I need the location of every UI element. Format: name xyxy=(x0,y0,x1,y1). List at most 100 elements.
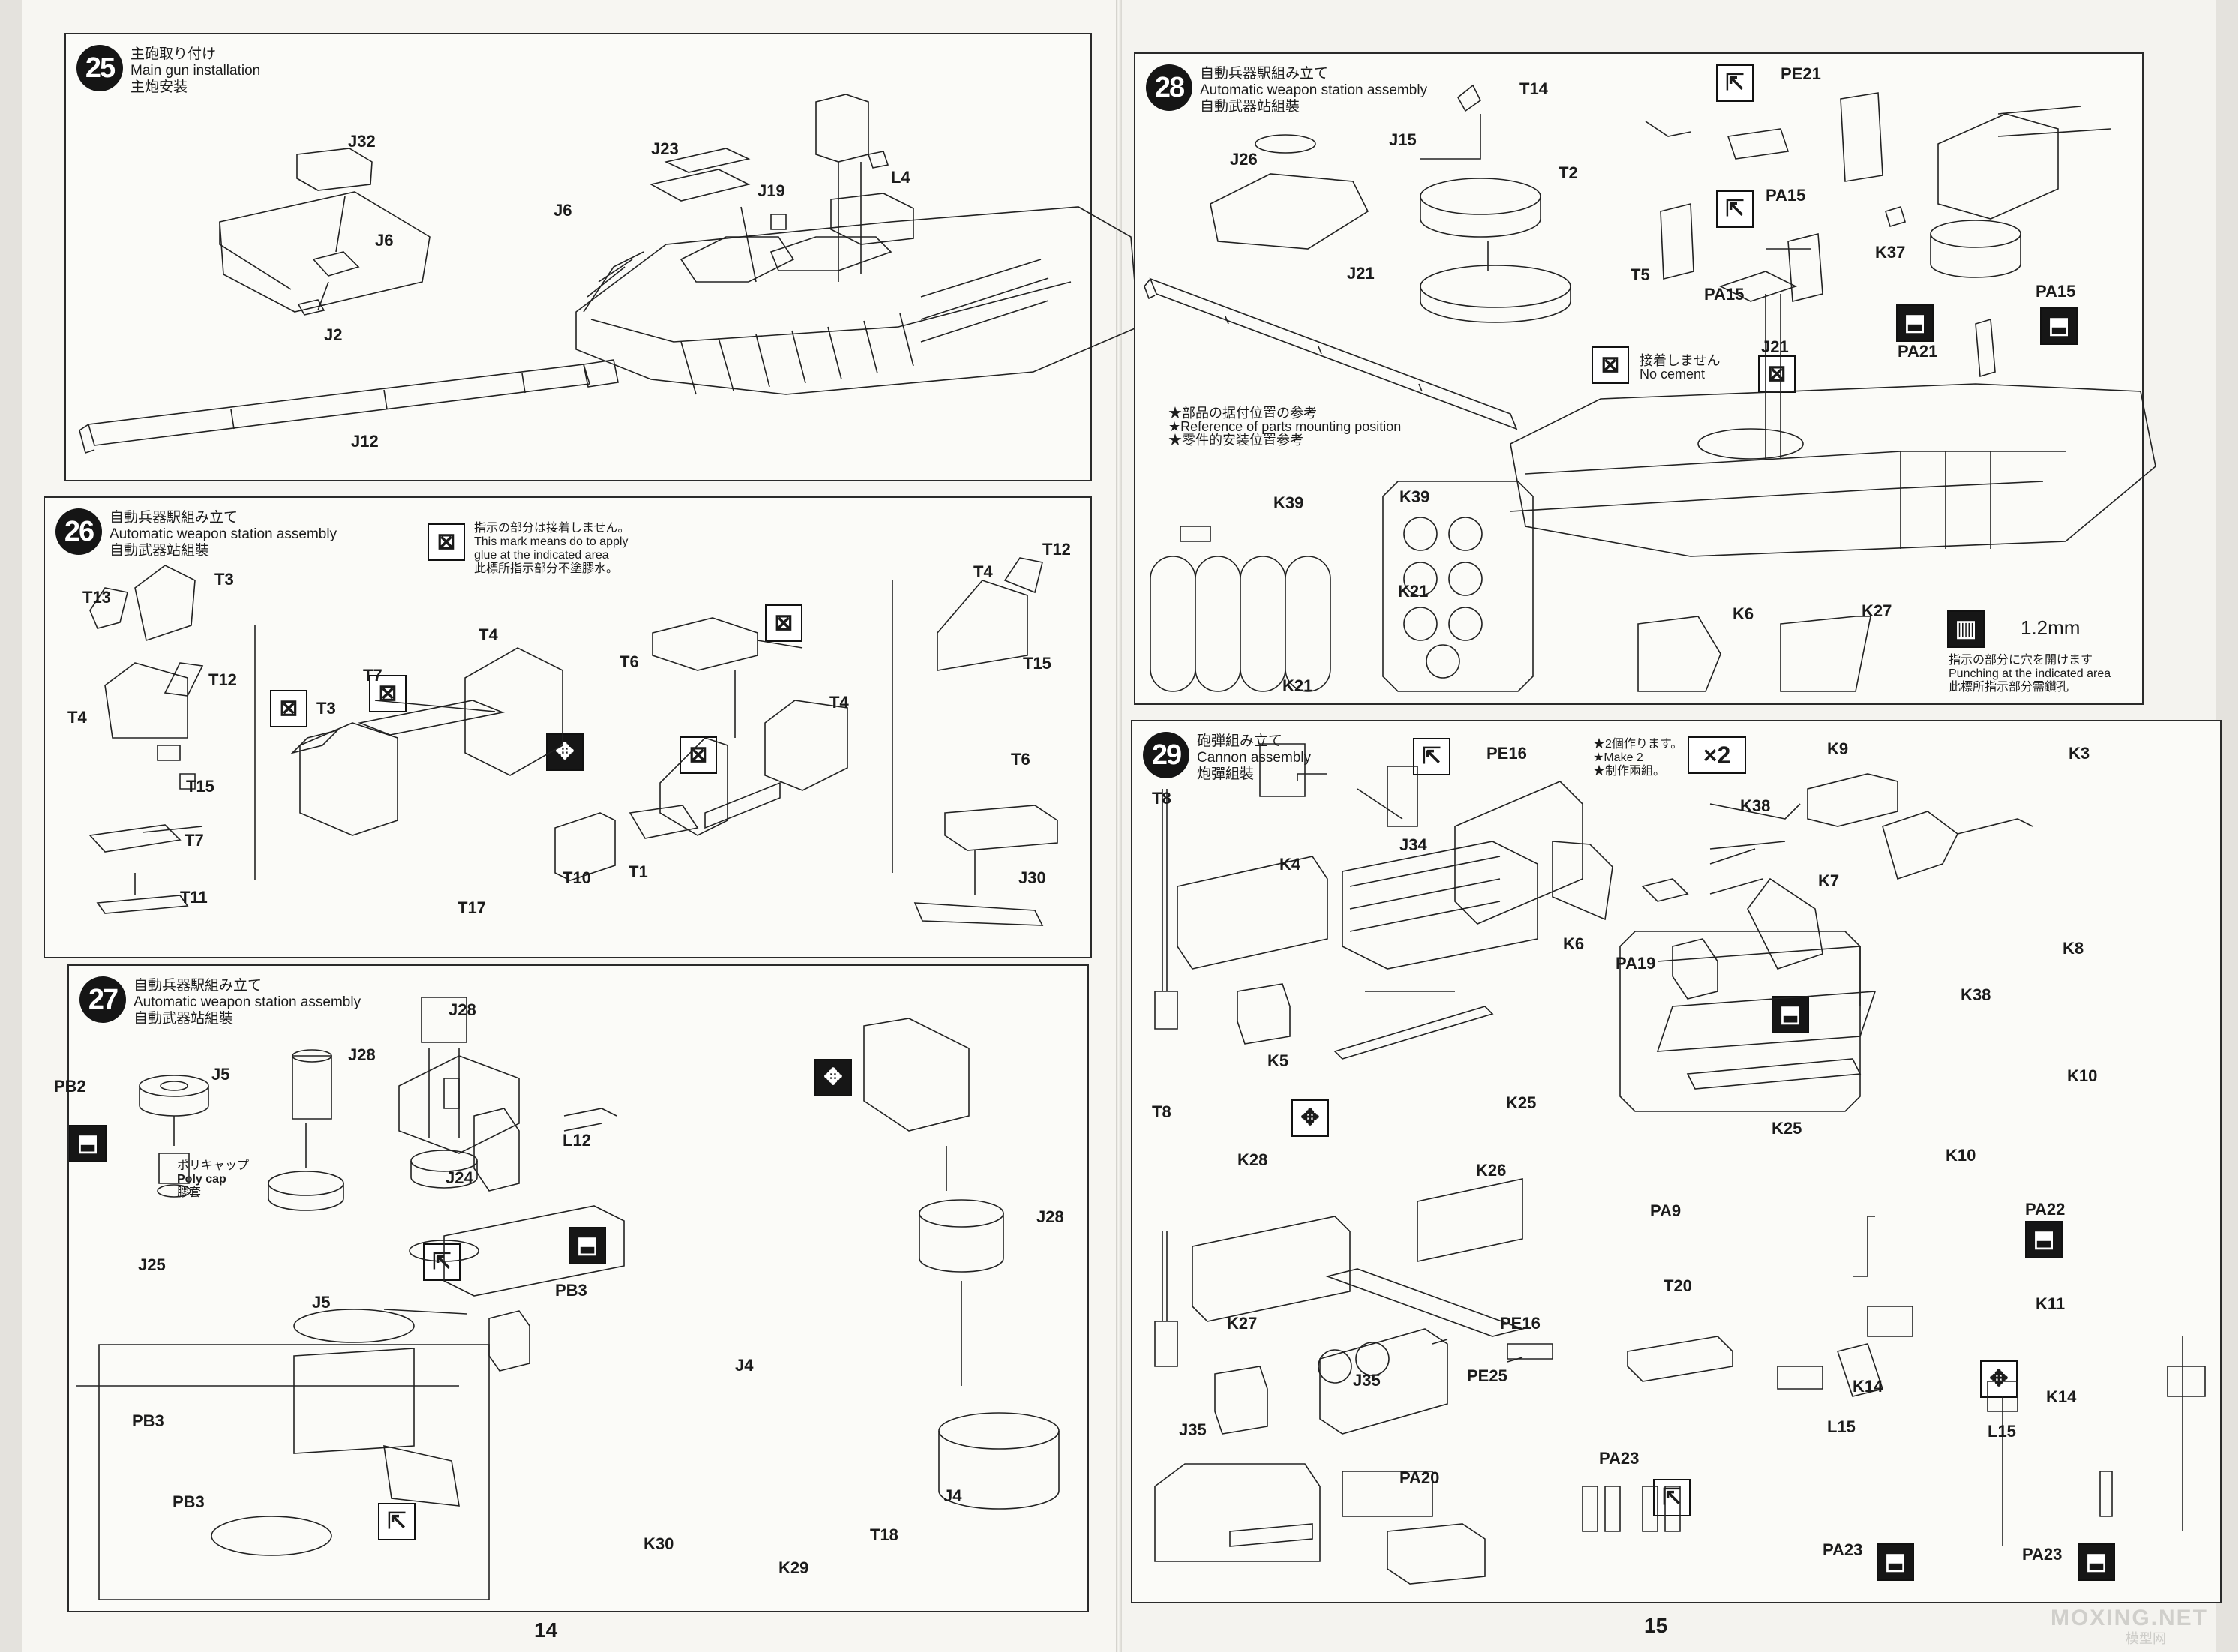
part-label: T15 xyxy=(186,777,214,796)
part-label: PB3 xyxy=(132,1411,164,1430)
no-glue-icon: ⊠ xyxy=(270,690,308,727)
part-label: K6 xyxy=(1563,934,1585,953)
part-label: J35 xyxy=(1179,1420,1207,1439)
part-label: J6 xyxy=(375,231,394,250)
part-label: J28 xyxy=(348,1045,376,1064)
part-label: T8 xyxy=(1152,1102,1172,1121)
part-label: J28 xyxy=(1036,1207,1064,1226)
part-label: J4 xyxy=(944,1486,962,1505)
part-label: PA19 xyxy=(1616,954,1656,973)
part-label: PB3 xyxy=(555,1281,587,1300)
part-label: K11 xyxy=(2036,1294,2066,1313)
part-label: PB2 xyxy=(54,1077,86,1096)
part-label: T1 xyxy=(628,862,648,881)
part-label: T20 xyxy=(1664,1276,1692,1295)
part-label: T11 xyxy=(180,888,208,907)
part-label: K29 xyxy=(778,1558,809,1577)
step-28-panel: 28 自動兵器駅組み立て Automatic weapon station as… xyxy=(1134,52,2144,705)
part-label: T7 xyxy=(363,666,382,685)
no-glue-note: 指示の部分は接着しません。This mark means do to apply… xyxy=(474,522,630,575)
part-label: J5 xyxy=(212,1065,230,1084)
part-label: K3 xyxy=(2068,744,2090,763)
part-label: J19 xyxy=(758,181,785,200)
part-label: T4 xyxy=(478,625,498,644)
step-25-panel: 25 主砲取り付け Main gun installation 主炮安装 xyxy=(64,33,1092,481)
page-number-left: 14 xyxy=(534,1618,558,1642)
part-label: J25 xyxy=(138,1255,166,1274)
title-jp: 自動兵器駅組み立て xyxy=(134,978,262,994)
part-label: T6 xyxy=(620,652,639,671)
title-en: Automatic weapon station assembly xyxy=(110,526,338,542)
part-label: L15 xyxy=(1988,1422,2016,1441)
part-label: J12 xyxy=(351,432,379,451)
title-jp: 砲弾組み立て xyxy=(1197,733,1283,749)
part-label: T7 xyxy=(184,831,204,850)
apply-glue-icon: ⬒ xyxy=(2040,307,2078,345)
part-label: T14 xyxy=(1520,79,1548,98)
part-label: J30 xyxy=(1018,868,1046,887)
title-cn: 主炮安装 xyxy=(130,79,188,95)
part-label: PA23 xyxy=(1822,1540,1863,1559)
part-label: K38 xyxy=(1960,985,1991,1004)
part-label: K37 xyxy=(1875,243,1906,262)
title-jp: 主砲取り付け xyxy=(130,46,217,62)
step-title: 自動兵器駅組み立て Automatic weapon station assem… xyxy=(134,978,361,1027)
apply-glue-icon: ⬒ xyxy=(2078,1543,2115,1581)
part-label: L4 xyxy=(891,168,910,187)
title-jp: 自動兵器駅組み立て xyxy=(110,510,238,526)
reference-note: ★部品の据付位置の参考★Reference of parts mounting … xyxy=(1168,406,1402,448)
no-cement-icon: ⊠ xyxy=(1592,346,1629,384)
poly-cap-note: ポリキャップ Poly cap 膠套 xyxy=(177,1159,250,1199)
part-label: K14 xyxy=(1852,1377,1883,1396)
part-label: K10 xyxy=(1946,1146,1976,1165)
part-label: T18 xyxy=(870,1525,898,1544)
step-29-panel: 29 砲弾組み立て Cannon assembly 炮彈組裝 ★2個作ります。★… xyxy=(1131,720,2222,1603)
apply-glue-icon: ⬒ xyxy=(1772,996,1809,1033)
title-en: Main gun installation xyxy=(130,63,261,79)
part-label: PE16 xyxy=(1500,1314,1540,1333)
title-cn: 自動武器站組裝 xyxy=(134,1011,234,1027)
part-label: J5 xyxy=(312,1293,331,1312)
apply-glue-icon: ⬒ xyxy=(568,1227,606,1264)
title-en: Automatic weapon station assembly xyxy=(1200,82,1428,98)
apply-glue-icon: ⬒ xyxy=(1896,304,1934,342)
weapon-station-base-drawing xyxy=(69,966,1088,1611)
part-label: K25 xyxy=(1772,1119,1802,1138)
title-en: Automatic weapon station assembly xyxy=(134,994,362,1010)
part-label: J6 xyxy=(554,201,572,220)
part-label: K4 xyxy=(1280,855,1301,874)
part-label: T4 xyxy=(68,708,87,727)
part-label: PA15 xyxy=(1766,186,1806,205)
part-label: T17 xyxy=(458,898,486,917)
part-label: T12 xyxy=(1042,540,1071,559)
part-label: T10 xyxy=(562,868,591,887)
title-en: Cannon assembly xyxy=(1197,750,1312,766)
part-label: PE21 xyxy=(1780,64,1821,83)
turret-weapon-station-drawing xyxy=(1136,54,2142,703)
watermark: MOXING.NET xyxy=(2050,1606,2208,1630)
part-label: J4 xyxy=(735,1356,754,1375)
step-27-panel: 27 自動兵器駅組み立て Automatic weapon station as… xyxy=(54,964,1089,1612)
part-label: J24 xyxy=(446,1168,473,1187)
no-cement-icon: ⊠ xyxy=(1758,355,1796,393)
part-label: PA20 xyxy=(1400,1468,1440,1487)
apply-glue-icon: ⬒ xyxy=(1876,1543,1914,1581)
step-number: 28 xyxy=(1146,64,1192,111)
flip-view-icon: ✥ xyxy=(814,1059,852,1096)
part-label: K14 xyxy=(2046,1387,2077,1406)
part-label: PB3 xyxy=(172,1492,205,1511)
part-label: T4 xyxy=(974,562,993,581)
weapon-station-drawing xyxy=(45,498,1090,957)
step-26-panel: 26 自動兵器駅組み立て Automatic weapon station as… xyxy=(44,496,1092,958)
part-label: T8 xyxy=(1152,789,1172,808)
part-label: K25 xyxy=(1506,1093,1537,1112)
photo-etch-icon: ⇱ xyxy=(378,1503,416,1540)
part-label: PA23 xyxy=(2022,1545,2062,1564)
watermark-sub: 模型网 xyxy=(2126,1631,2166,1646)
part-label: T5 xyxy=(1630,265,1650,284)
part-label: J23 xyxy=(651,139,679,158)
part-label: K38 xyxy=(1740,796,1771,815)
part-label: J15 xyxy=(1389,130,1417,149)
part-label: K21 xyxy=(1282,676,1313,695)
